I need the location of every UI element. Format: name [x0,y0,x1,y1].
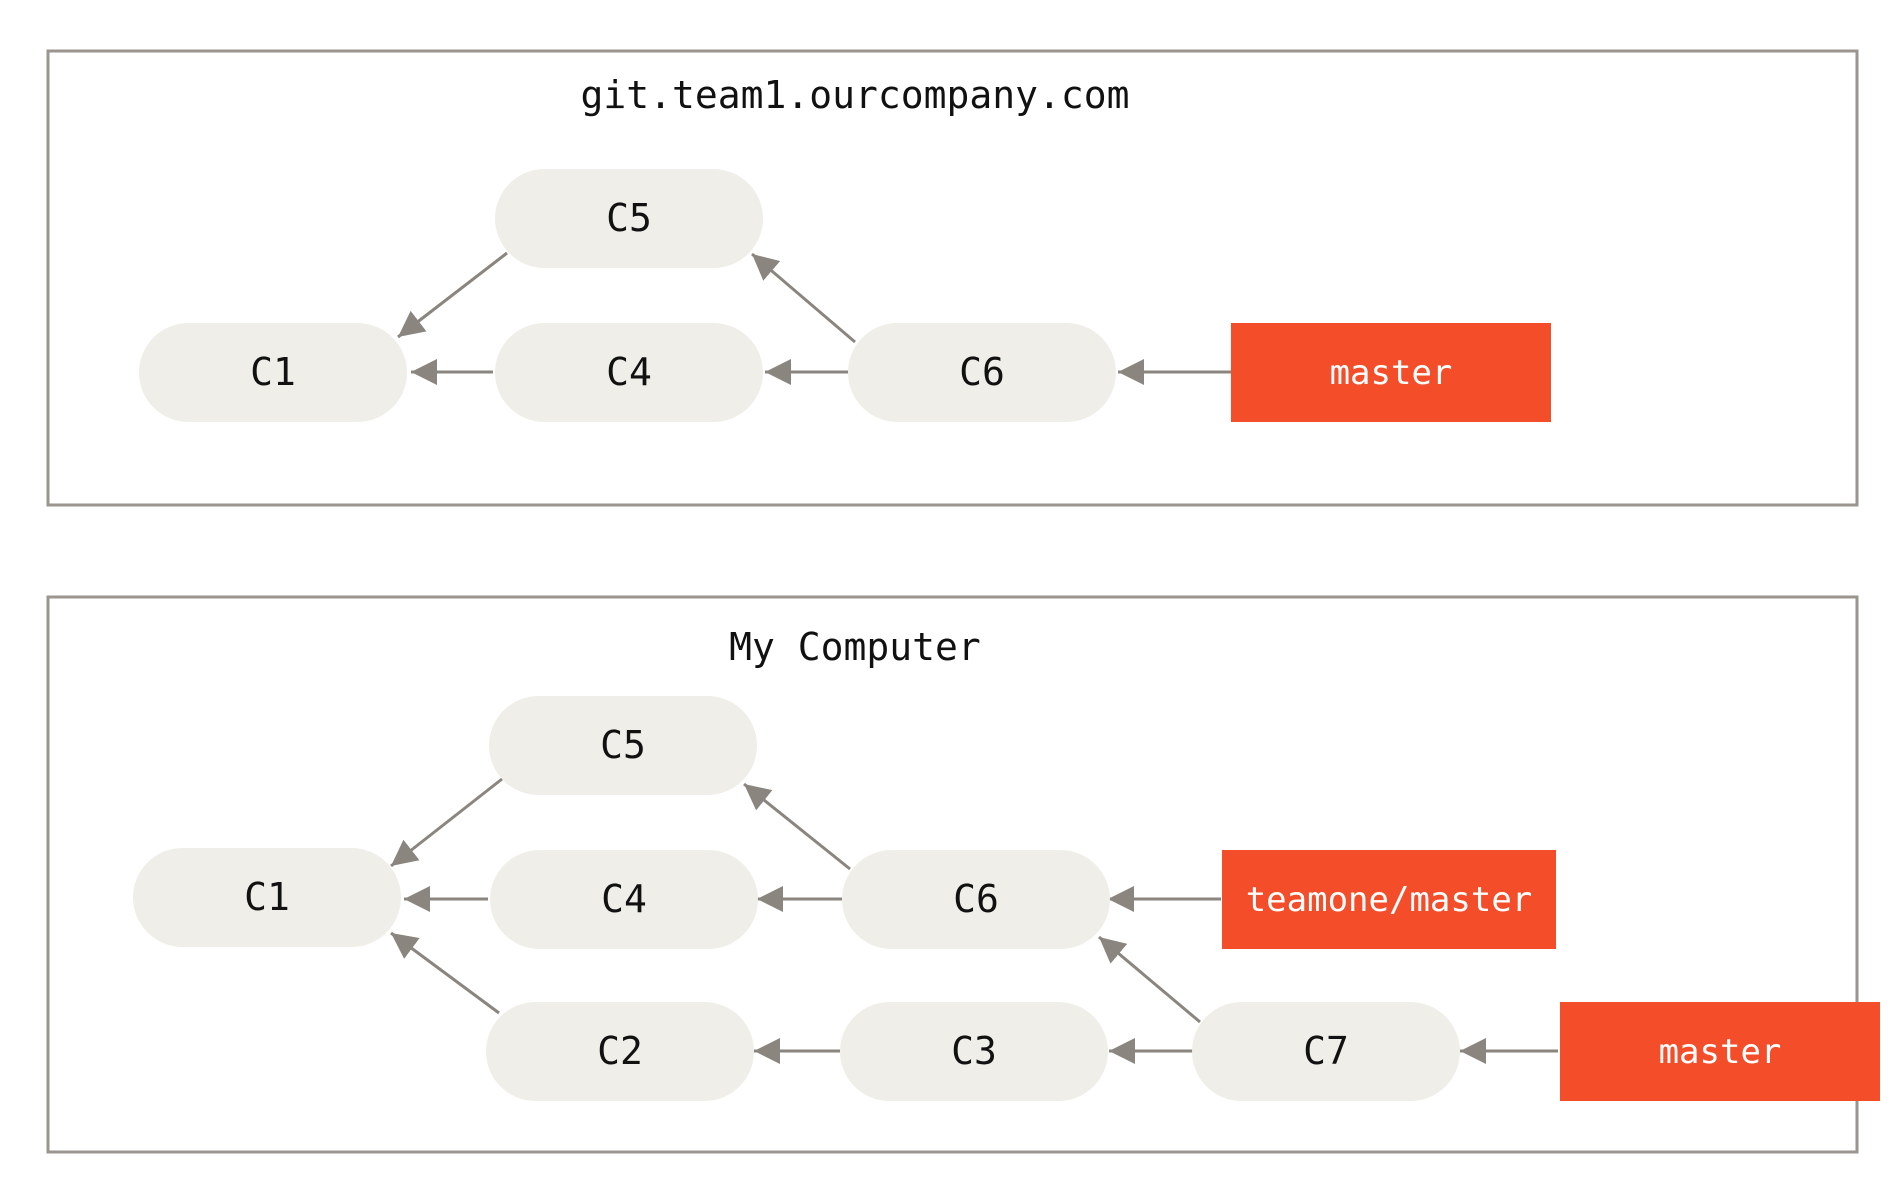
commit-label: C7 [1303,1029,1349,1073]
panel-remote-edges [397,251,1231,385]
commit-label: C5 [600,723,646,767]
commit-pill [1192,1002,1460,1101]
commit-pill [495,323,763,422]
commit-c1: C1 [133,848,401,947]
ref-label: master [1330,353,1453,393]
ref-label: master [1659,1032,1782,1072]
commit-label: C4 [601,877,647,921]
ref-master-local: master [1560,1002,1880,1101]
panel-remote-frame [46,49,1859,507]
commit-c7: C7 [1192,1002,1460,1101]
panel-local-edges [390,777,1558,1064]
commit-pill [495,169,763,268]
commit-label: C1 [244,875,290,919]
panel-remote-title: git.team1.ourcompany.com [580,73,1129,117]
commit-pill [489,696,757,795]
ref-box [1222,850,1556,949]
commit-c5: C5 [495,169,763,268]
commit-pill [133,848,401,947]
commit-c4: C4 [490,850,758,949]
commit-c3: C3 [840,1002,1108,1101]
commit-c6: C6 [842,850,1110,949]
commit-label: C4 [606,350,652,394]
ref-teamone-master: teamone/master [1222,850,1556,949]
commit-label: C6 [953,877,999,921]
edge-c2-to-c1 [390,931,500,1015]
ref-master-remote: master [1231,323,1551,422]
commit-c6: C6 [848,323,1116,422]
edge-c7-to-c6 [1098,935,1201,1024]
edge-c6-to-c5 [751,252,856,344]
commit-c1: C1 [139,323,407,422]
ref-label: teamone/master [1246,880,1533,920]
commit-label: C3 [951,1029,997,1073]
panel-local-frame [46,595,1859,1154]
commit-pill [139,323,407,422]
commit-label: C5 [606,196,652,240]
commit-c2: C2 [486,1002,754,1101]
commit-pill [840,1002,1108,1101]
edge-c6-to-c5 [743,782,851,871]
commit-pill [842,850,1110,949]
commit-c4: C4 [495,323,763,422]
panel-remote: git.team1.ourcompany.com C1 C4 C5 C6 [46,49,1859,507]
commit-pill [486,1002,754,1101]
commit-c5: C5 [489,696,757,795]
commit-label: C1 [250,350,296,394]
commit-label: C6 [959,350,1005,394]
commit-pill [848,323,1116,422]
ref-box [1231,323,1551,422]
edge-c5-to-c1 [397,251,508,339]
edge-c5-to-c1 [390,777,503,868]
ref-box [1560,1002,1880,1101]
panel-local: My Computer C1 C2 C3 [46,595,1880,1154]
panel-local-title: My Computer [729,625,981,669]
commit-label: C2 [597,1029,643,1073]
commit-pill [490,850,758,949]
